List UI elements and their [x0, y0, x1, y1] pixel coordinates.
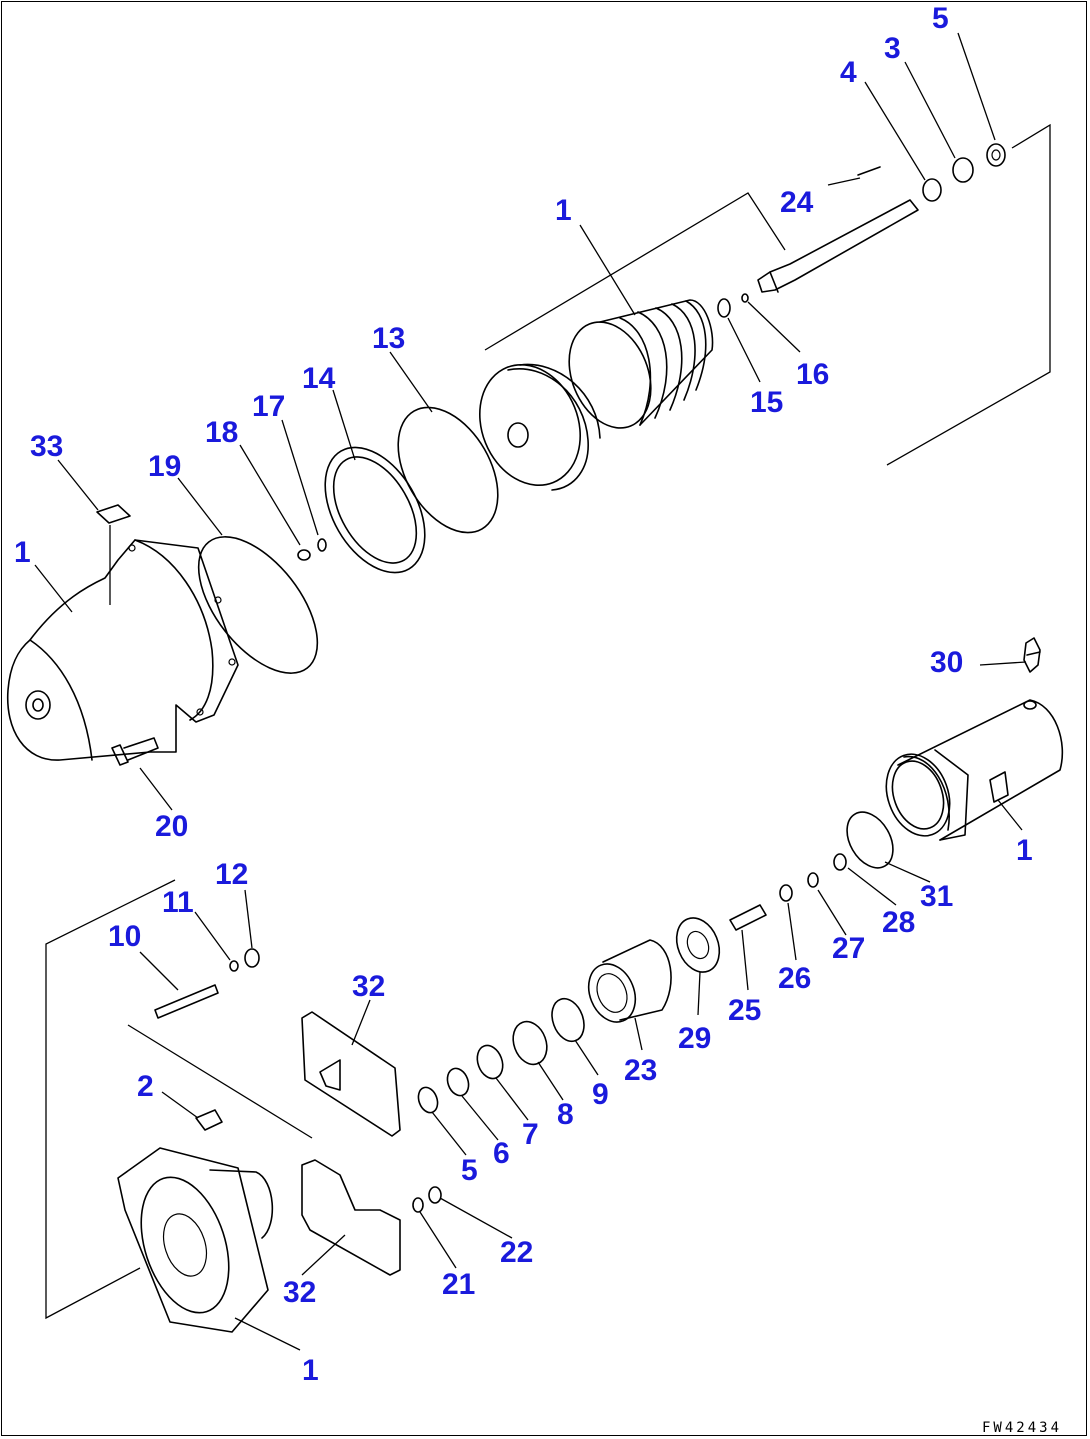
callout-c29: 29 [678, 1022, 711, 1055]
spring-coil [512, 1020, 548, 1066]
gear-disc [675, 917, 721, 973]
part-callouts: 5 3 4 24 1 13 16 15 14 17 18 33 19 1 30 … [14, 2, 1033, 1387]
callout-c22: 22 [500, 1236, 533, 1269]
lock-nut [417, 1086, 439, 1114]
callout-c19: 19 [148, 450, 181, 483]
callout-c20: 20 [155, 810, 188, 843]
callout-c7: 7 [522, 1118, 539, 1151]
callout-c10: 10 [108, 920, 141, 953]
small-washer [412, 1197, 424, 1213]
small-nut [428, 1186, 442, 1204]
seal-ring [397, 406, 499, 534]
callout-c14: 14 [302, 362, 336, 395]
callout-c28: 28 [882, 906, 915, 939]
callout-c16: 16 [796, 358, 829, 391]
callout-c15: 15 [750, 386, 783, 419]
callout-c18: 18 [205, 416, 238, 449]
callout-c27: 27 [832, 932, 865, 965]
callout-c5a: 5 [932, 2, 949, 35]
breather-valve [1023, 637, 1041, 673]
callout-c23: 23 [624, 1054, 657, 1087]
retaining-clip [551, 997, 585, 1043]
housing-o-ring [846, 811, 894, 869]
ring-small [833, 853, 847, 871]
push-rod [757, 166, 919, 293]
callout-c32b: 32 [283, 1276, 316, 1309]
small-fittings [297, 538, 327, 561]
flat-washer [952, 157, 974, 183]
bracket-plate-lower [301, 1159, 401, 1276]
callout-c1a: 1 [555, 194, 572, 227]
front-housing [885, 699, 1064, 841]
callout-c9: 9 [592, 1078, 609, 1111]
bolt [111, 737, 159, 766]
front-cover [117, 1147, 274, 1333]
spring-washer [779, 884, 793, 902]
callout-c1b: 1 [14, 536, 31, 569]
snap-ring [922, 178, 942, 202]
callout-c31: 31 [920, 880, 953, 913]
callout-c24: 24 [780, 186, 814, 219]
callout-c33: 33 [30, 430, 63, 463]
pin-clip [244, 948, 260, 968]
rubber-boot [568, 299, 714, 429]
o-ring [197, 536, 319, 674]
gear-washer [476, 1044, 504, 1080]
plain-washer [446, 1067, 470, 1097]
callout-c30: 30 [930, 646, 963, 679]
callout-c17: 17 [252, 390, 285, 423]
callout-c26: 26 [778, 962, 811, 995]
gasket [324, 446, 426, 574]
callout-c32a: 32 [352, 970, 385, 1003]
pin-washer [229, 960, 239, 972]
hex-nut [986, 143, 1006, 167]
valve-piston [587, 939, 672, 1023]
callout-c6: 6 [493, 1137, 510, 1170]
callout-c1c: 1 [1016, 834, 1033, 867]
name-plate [96, 504, 131, 524]
washer [717, 298, 731, 318]
callout-c4: 4 [840, 56, 857, 89]
bracket-plate-upper [301, 1011, 401, 1137]
callout-c5b: 5 [461, 1154, 478, 1187]
callout-c25: 25 [728, 994, 761, 1027]
callout-c8: 8 [557, 1098, 574, 1131]
callout-c13: 13 [372, 322, 405, 355]
callout-c3: 3 [884, 32, 901, 65]
diaphragm-piston [478, 363, 601, 491]
spring-clip [195, 1109, 223, 1131]
assembly-bracket-upper [484, 123, 1051, 466]
small-pin [741, 293, 749, 303]
callout-c11: 11 [162, 886, 194, 919]
callout-c1d: 1 [302, 1354, 319, 1387]
shaft-pin [729, 904, 767, 931]
figure-code: FW42434 [982, 1420, 1062, 1436]
callout-c21: 21 [442, 1268, 475, 1301]
callout-c2: 2 [137, 1070, 154, 1103]
callout-c12: 12 [215, 858, 248, 891]
rear-housing [6, 539, 239, 761]
assembly-bracket-lower [45, 879, 313, 1320]
ring-small-2 [807, 872, 819, 888]
leader-lines [34, 32, 1027, 1351]
rod-pin [154, 984, 219, 1019]
